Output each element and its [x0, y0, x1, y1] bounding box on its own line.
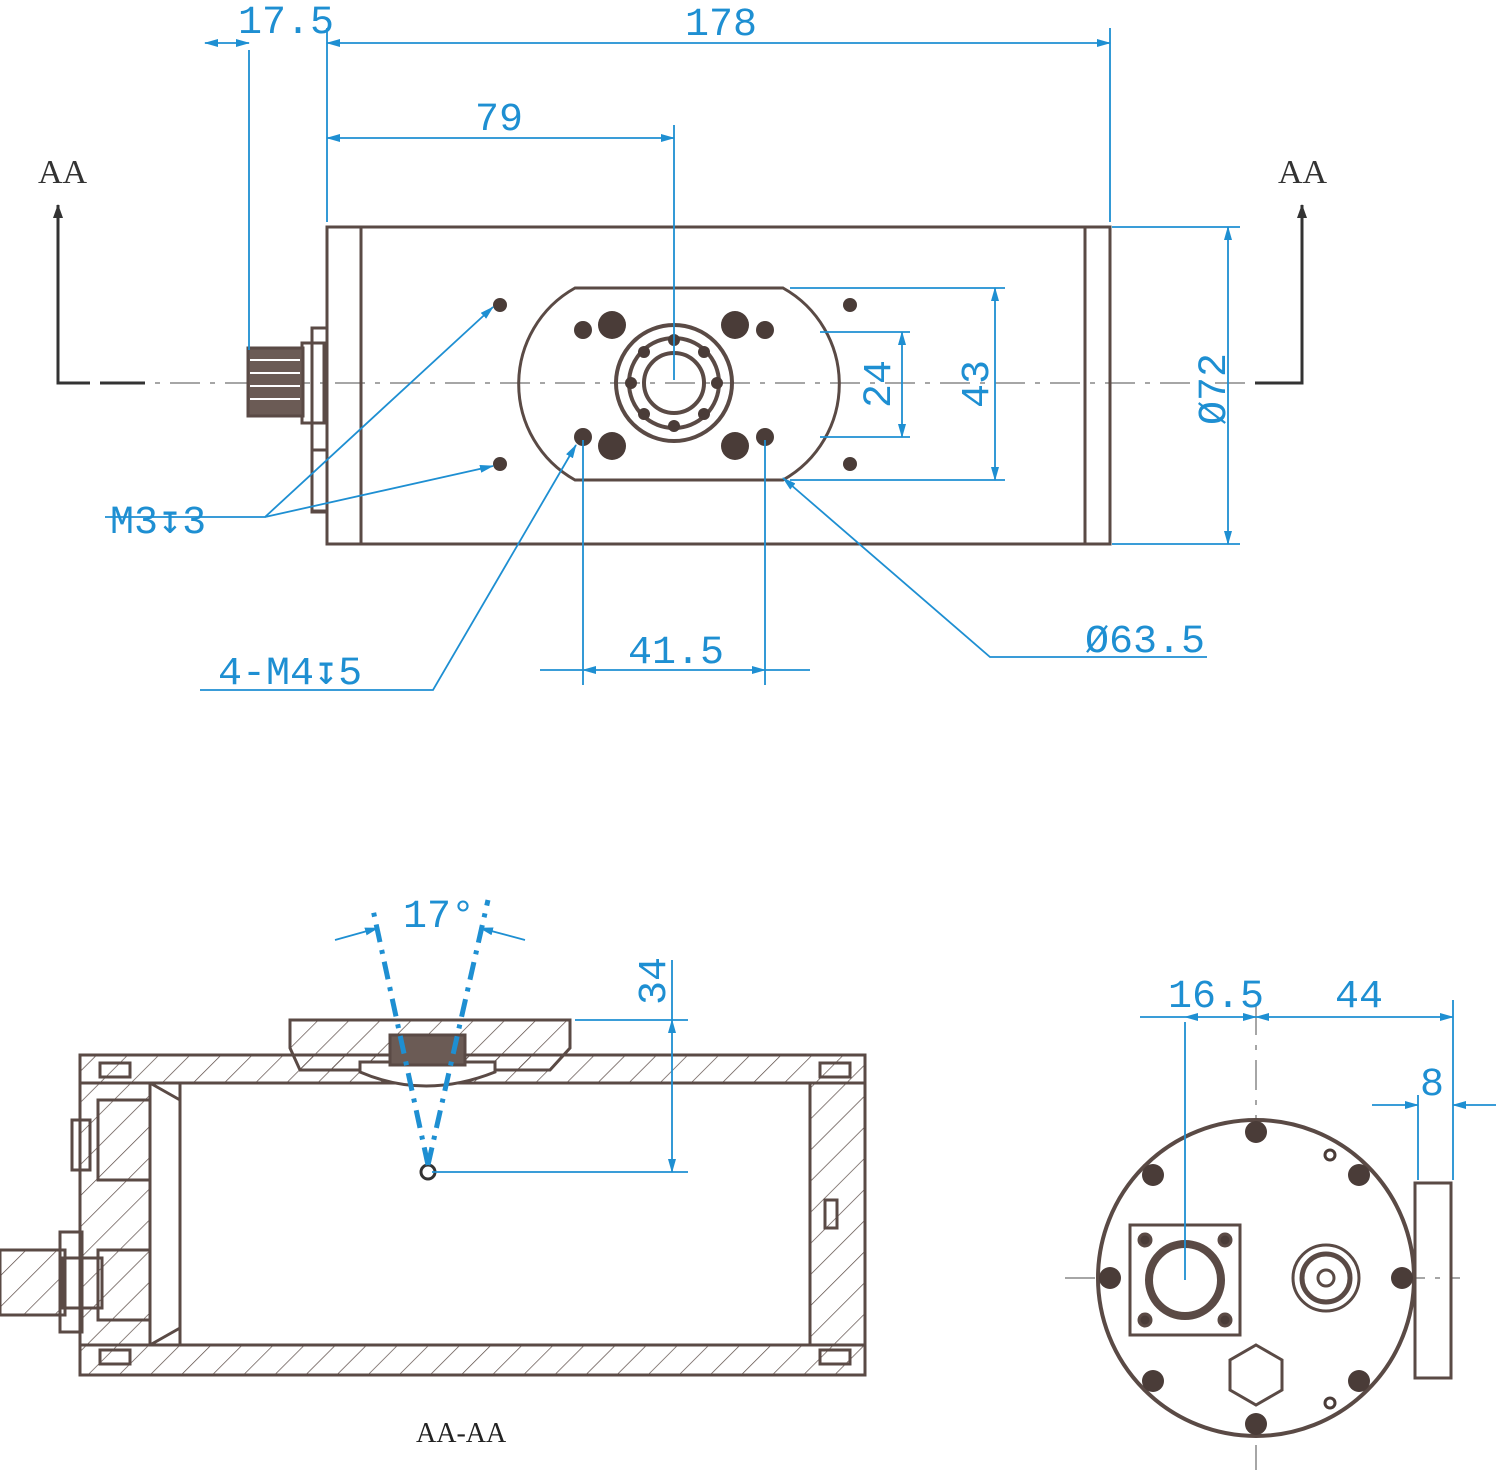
angle-17: 17°: [403, 895, 475, 940]
dimension-lines-top: [105, 28, 1240, 691]
section-connector: [0, 1230, 104, 1334]
dim-79: 79: [475, 98, 523, 143]
section-flange: [288, 1018, 572, 1088]
end-body-circle: [1096, 1118, 1416, 1438]
dimension-texts-top: 17.5 178 79 24 43 Ø72 41.5 Ø63.5 M3↧3 4-…: [110, 1, 1238, 697]
dim-16-5: 16.5: [1168, 975, 1264, 1020]
section-mark-right: AA: [1278, 154, 1328, 191]
dim-17-5: 17.5: [238, 1, 334, 46]
dim-41-5: 41.5: [628, 631, 724, 676]
end-mount-block: [1413, 1181, 1453, 1380]
dim-34-lines: [432, 960, 688, 1173]
section-cavity: [178, 1081, 812, 1347]
end-view: 16.5 44 8: [1065, 975, 1496, 1470]
top-view: AA AA: [38, 1, 1328, 697]
end-round-connector: [1291, 1243, 1361, 1313]
section-bottom-wall: [78, 1343, 867, 1377]
dim-8: 8: [1420, 1063, 1444, 1108]
dim-34: 34: [633, 957, 678, 1005]
section-view: 17° 34 AA-AA: [0, 895, 867, 1449]
end-bolt-holes: [1099, 1121, 1413, 1435]
section-arrow-right: [1255, 204, 1307, 385]
end-hex-plug: [1228, 1343, 1284, 1407]
angle-arrows: [334, 927, 526, 941]
dim-178: 178: [685, 3, 757, 48]
section-caption: AA-AA: [416, 1418, 507, 1449]
section-left-wall: [78, 1081, 152, 1347]
end-dimension-texts: 16.5 44 8: [1168, 975, 1444, 1108]
m3-holes: [493, 298, 857, 471]
section-mark-left: AA: [38, 154, 88, 191]
dim-43: 43: [956, 360, 1001, 408]
end-dimension-lines: [1140, 1000, 1496, 1280]
callout-m4: 4-M4↧5: [218, 652, 362, 697]
flange-plate: [517, 286, 841, 482]
section-arrow-left: [53, 204, 145, 385]
dim-24: 24: [858, 360, 903, 408]
section-inner-details: [70, 1061, 852, 1366]
callout-m3: M3↧3: [110, 501, 206, 546]
connector-side: [246, 326, 329, 514]
dim-44: 44: [1335, 975, 1383, 1020]
dim-diameter-72: Ø72: [1193, 353, 1238, 425]
flange-m4-holes: [574, 311, 774, 460]
angle-lines: [369, 899, 491, 1166]
dim-diameter-63-5: Ø63.5: [1085, 620, 1205, 665]
end-small-holes: [1323, 1148, 1337, 1410]
